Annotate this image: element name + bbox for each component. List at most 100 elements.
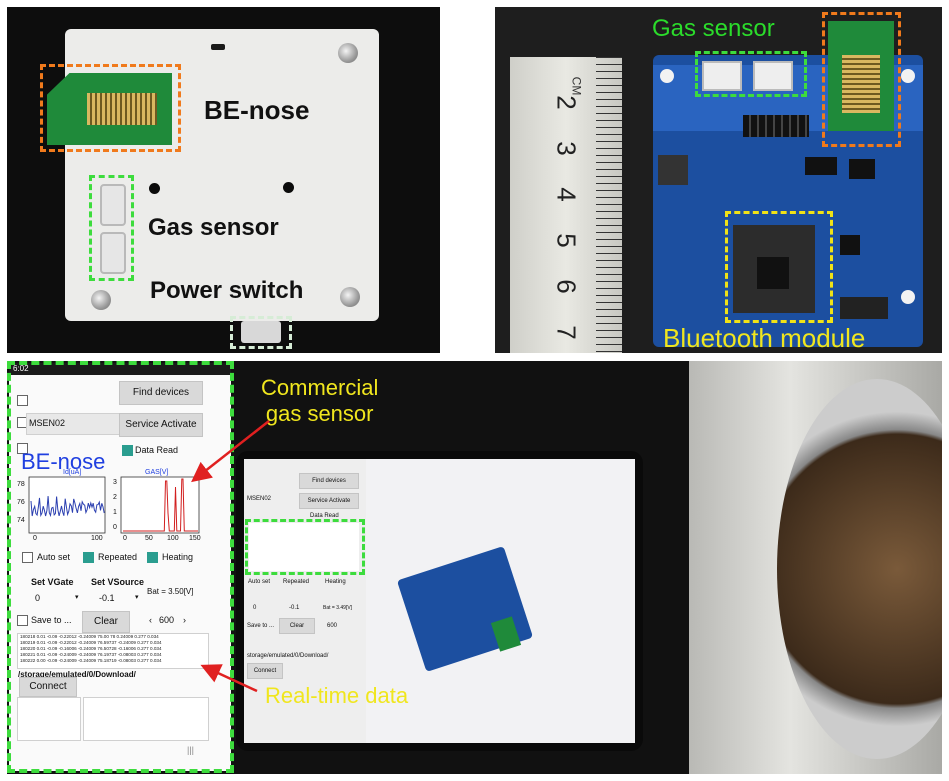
gas-sensor-label: Gas sensor (148, 214, 279, 241)
tablet-plots (249, 523, 359, 571)
data-read-checkbox[interactable] (122, 445, 133, 456)
gas-sensor-highlight-box (89, 175, 134, 281)
menu-icon[interactable]: ||| (187, 745, 195, 755)
vsource-dropdown-icon[interactable]: ▾ (135, 594, 139, 601)
ruler-mark: 6 (551, 279, 582, 294)
count-increment-icon[interactable]: › (183, 615, 186, 625)
power-switch-highlight-box (230, 316, 292, 349)
phone-status-bar (9, 363, 231, 375)
device-name: MSEN02 (29, 418, 66, 428)
hole (283, 182, 294, 193)
auto-set-checkbox[interactable] (22, 552, 33, 563)
tablet-clear-button[interactable]: Clear (279, 618, 315, 634)
power-switch-label: Power switch (150, 277, 304, 304)
pcb-be-nose-highlight-box (822, 12, 901, 147)
pcb-chip (805, 157, 837, 175)
output-box-left (17, 697, 81, 741)
tablet-data-read: Data Read (310, 513, 339, 519)
connect-button[interactable]: Connect (19, 677, 77, 697)
count-value: 600 (159, 615, 175, 625)
service-activate-button[interactable]: Service Activate (119, 413, 203, 437)
ruler-ticks (596, 57, 622, 353)
tablet-find-devices-button[interactable]: Find devices (299, 473, 359, 489)
device-checkbox-3[interactable] (17, 443, 28, 454)
plot-right-xtick: 150 (189, 535, 201, 542)
panel-app-photo: Find devices MSEN02 Service Activate Dat… (7, 361, 942, 774)
pin-header (743, 115, 809, 137)
tablet-count: 600 (327, 623, 338, 629)
ruler-unit: CM (569, 76, 584, 96)
plot-left-trace (30, 496, 105, 518)
pcb-chip (658, 155, 688, 185)
commercial-gas-sensor-label: Commercial gas sensor (261, 375, 379, 426)
plot-right-xtick: 100 (167, 535, 179, 542)
plot-right-ytick: 1 (113, 509, 117, 516)
find-devices-button[interactable]: Find devices (119, 381, 203, 405)
plot-right-ytick: 0 (113, 524, 117, 531)
pcb-gas-sensor-2 (753, 61, 793, 91)
phone-plots (28, 476, 200, 534)
download-path: /storage/emulated/0/Download/ (18, 670, 136, 679)
count-decrement-icon[interactable]: ‹ (149, 615, 152, 625)
screw (91, 290, 111, 310)
heating-checkbox[interactable] (147, 552, 158, 563)
bluetooth-module-label: Bluetooth module (663, 323, 866, 353)
tablet-heating: Heating (325, 579, 346, 585)
data-log-line: 180222 0.00 -0.09 -0.24009 -0.24009 75.1… (20, 658, 162, 663)
plot-left-xtick: 0 (33, 535, 37, 542)
save-to-label: Save to ... (31, 615, 72, 625)
plot-left-xtick: 100 (91, 535, 103, 542)
clear-button[interactable]: Clear (82, 611, 130, 633)
data-log-line: 180219 0.01 -0.09 -0.22012 -0.24009 76.5… (20, 640, 162, 645)
pcb-gas-sensor-1 (702, 61, 742, 91)
phone-highlight-box (7, 361, 234, 773)
output-box-right (83, 697, 209, 741)
ruler-mark: 7 (551, 325, 582, 340)
mount-hole (901, 290, 915, 304)
plot-right-frame (120, 476, 200, 534)
be-nose-electrodes (87, 93, 157, 125)
pcb-be-nose-electrodes (842, 55, 880, 113)
tablet-connect-button[interactable]: Connect (247, 663, 283, 679)
repeated-label: Repeated (98, 552, 138, 562)
arrow-to-data-log (200, 664, 258, 693)
plot-left-ytick: 76 (17, 499, 25, 506)
phone-status-time: 6:02 (13, 364, 29, 373)
ruler-mark: 4 (551, 187, 582, 202)
save-to-checkbox[interactable] (17, 615, 28, 626)
repeated-checkbox[interactable] (83, 552, 94, 563)
pcb-chip (849, 159, 875, 179)
mount-hole (660, 69, 674, 83)
set-vsource-label: Set VSource (91, 577, 145, 587)
bluetooth-highlight-box (725, 211, 833, 323)
screw (340, 287, 360, 307)
data-log-line: 180220 0.01 -0.09 -0.16006 -0.24009 76.5… (20, 646, 162, 651)
tablet-vgate: 0 (253, 605, 257, 611)
gas-sensor-1 (100, 184, 126, 226)
pcb-connector (840, 297, 888, 319)
tablet-save-to: Save to ... (247, 623, 275, 629)
heating-label: Heating (162, 552, 194, 562)
ruler-mark: 5 (551, 233, 582, 248)
vgate-select[interactable]: 0 (35, 593, 41, 603)
pcb-gas-sensor-highlight-box (695, 51, 807, 97)
real-time-data-label: Real-time data (265, 683, 409, 708)
panel-device-photo: BE-nose Gas sensor Power switch (7, 7, 440, 353)
tablet-auto-set: Auto set (248, 579, 271, 585)
device-checkbox-1[interactable] (17, 395, 28, 406)
tablet-service-activate-button[interactable]: Service Activate (299, 493, 359, 509)
plot-right-xtick: 0 (123, 535, 127, 542)
phone-be-nose-label: BE-nose (21, 449, 106, 474)
plot-right-trace (123, 478, 198, 532)
be-nose-highlight-box (40, 64, 181, 152)
tablet-bat: Bat = 3.49[V] (323, 605, 353, 611)
plot-left-ytick: 78 (17, 481, 25, 488)
tablet-vsource: -0.1 (289, 605, 300, 611)
annotation-arrows (191, 420, 270, 693)
set-vgate-label: Set VGate (31, 577, 74, 587)
vsource-select[interactable]: -0.1 (99, 593, 115, 603)
tablet-path: storage/emulated/0/Download/ (247, 653, 329, 659)
data-log-lines: 180218 0.01 -0.09 -0.22012 -0.24009 75.0… (18, 634, 208, 664)
vgate-dropdown-icon[interactable]: ▾ (75, 594, 79, 601)
